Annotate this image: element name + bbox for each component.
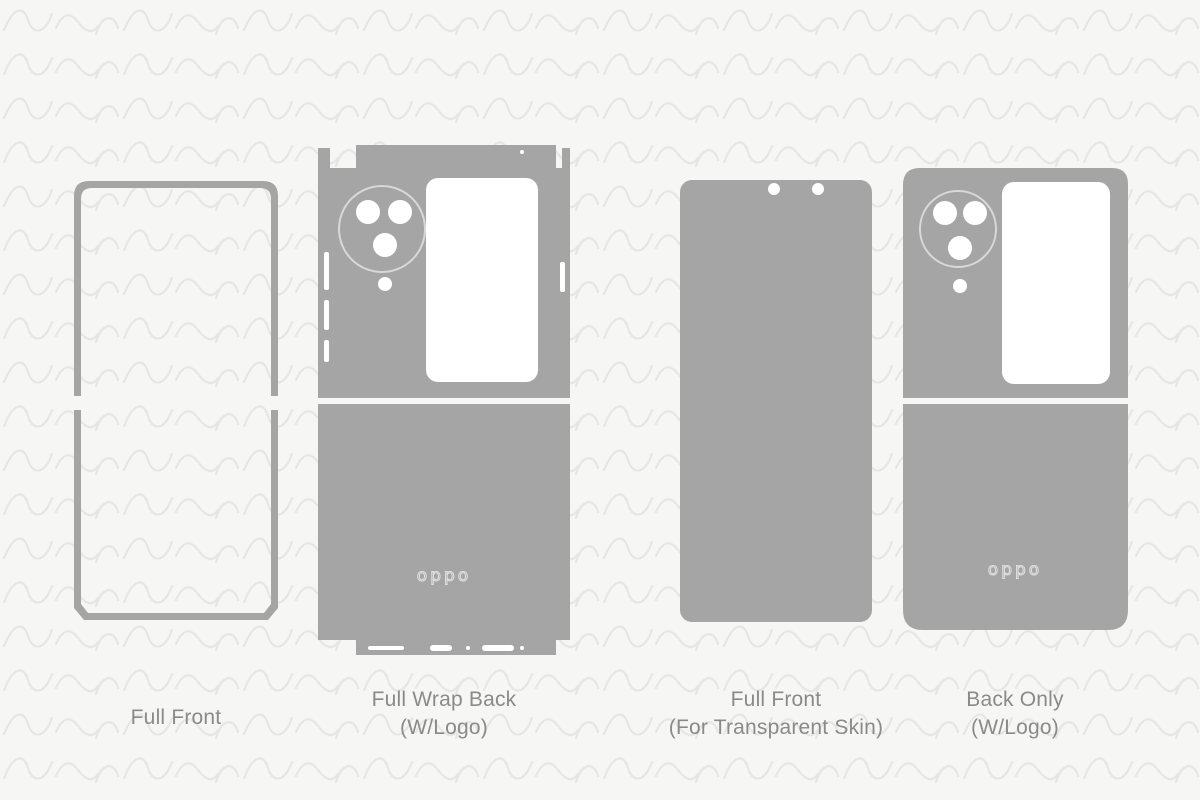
camera-lens: [356, 200, 380, 224]
template-full-wrap-back: oppo: [318, 145, 570, 655]
caption-back-only: Back Only (W/Logo): [966, 688, 1064, 739]
brand-logo: oppo: [988, 560, 1042, 580]
cover-screen-cutout: [426, 178, 538, 382]
camera-lens: [948, 236, 972, 260]
flash: [953, 279, 967, 293]
flash: [378, 277, 392, 291]
sensor-hole: [768, 183, 780, 195]
camera-lens: [963, 201, 987, 225]
cover-screen-cutout: [1002, 182, 1110, 384]
caption-full-front: Full Front: [130, 706, 222, 729]
template-full-front: [72, 181, 280, 620]
brand-logo: oppo: [417, 566, 471, 586]
template-full-front-transparent: [680, 180, 872, 622]
sensor-hole: [812, 183, 824, 195]
camera-lens: [933, 201, 957, 225]
caption-full-wrap-back: Full Wrap Back (W/Logo): [371, 688, 517, 739]
camera-lens: [388, 200, 412, 224]
caption-full-front-transparent: Full Front (For Transparent Skin): [668, 688, 884, 739]
camera-ring: [919, 190, 997, 268]
camera-ring: [338, 185, 426, 273]
template-back-only: oppo: [903, 168, 1128, 630]
camera-lens: [373, 233, 397, 257]
